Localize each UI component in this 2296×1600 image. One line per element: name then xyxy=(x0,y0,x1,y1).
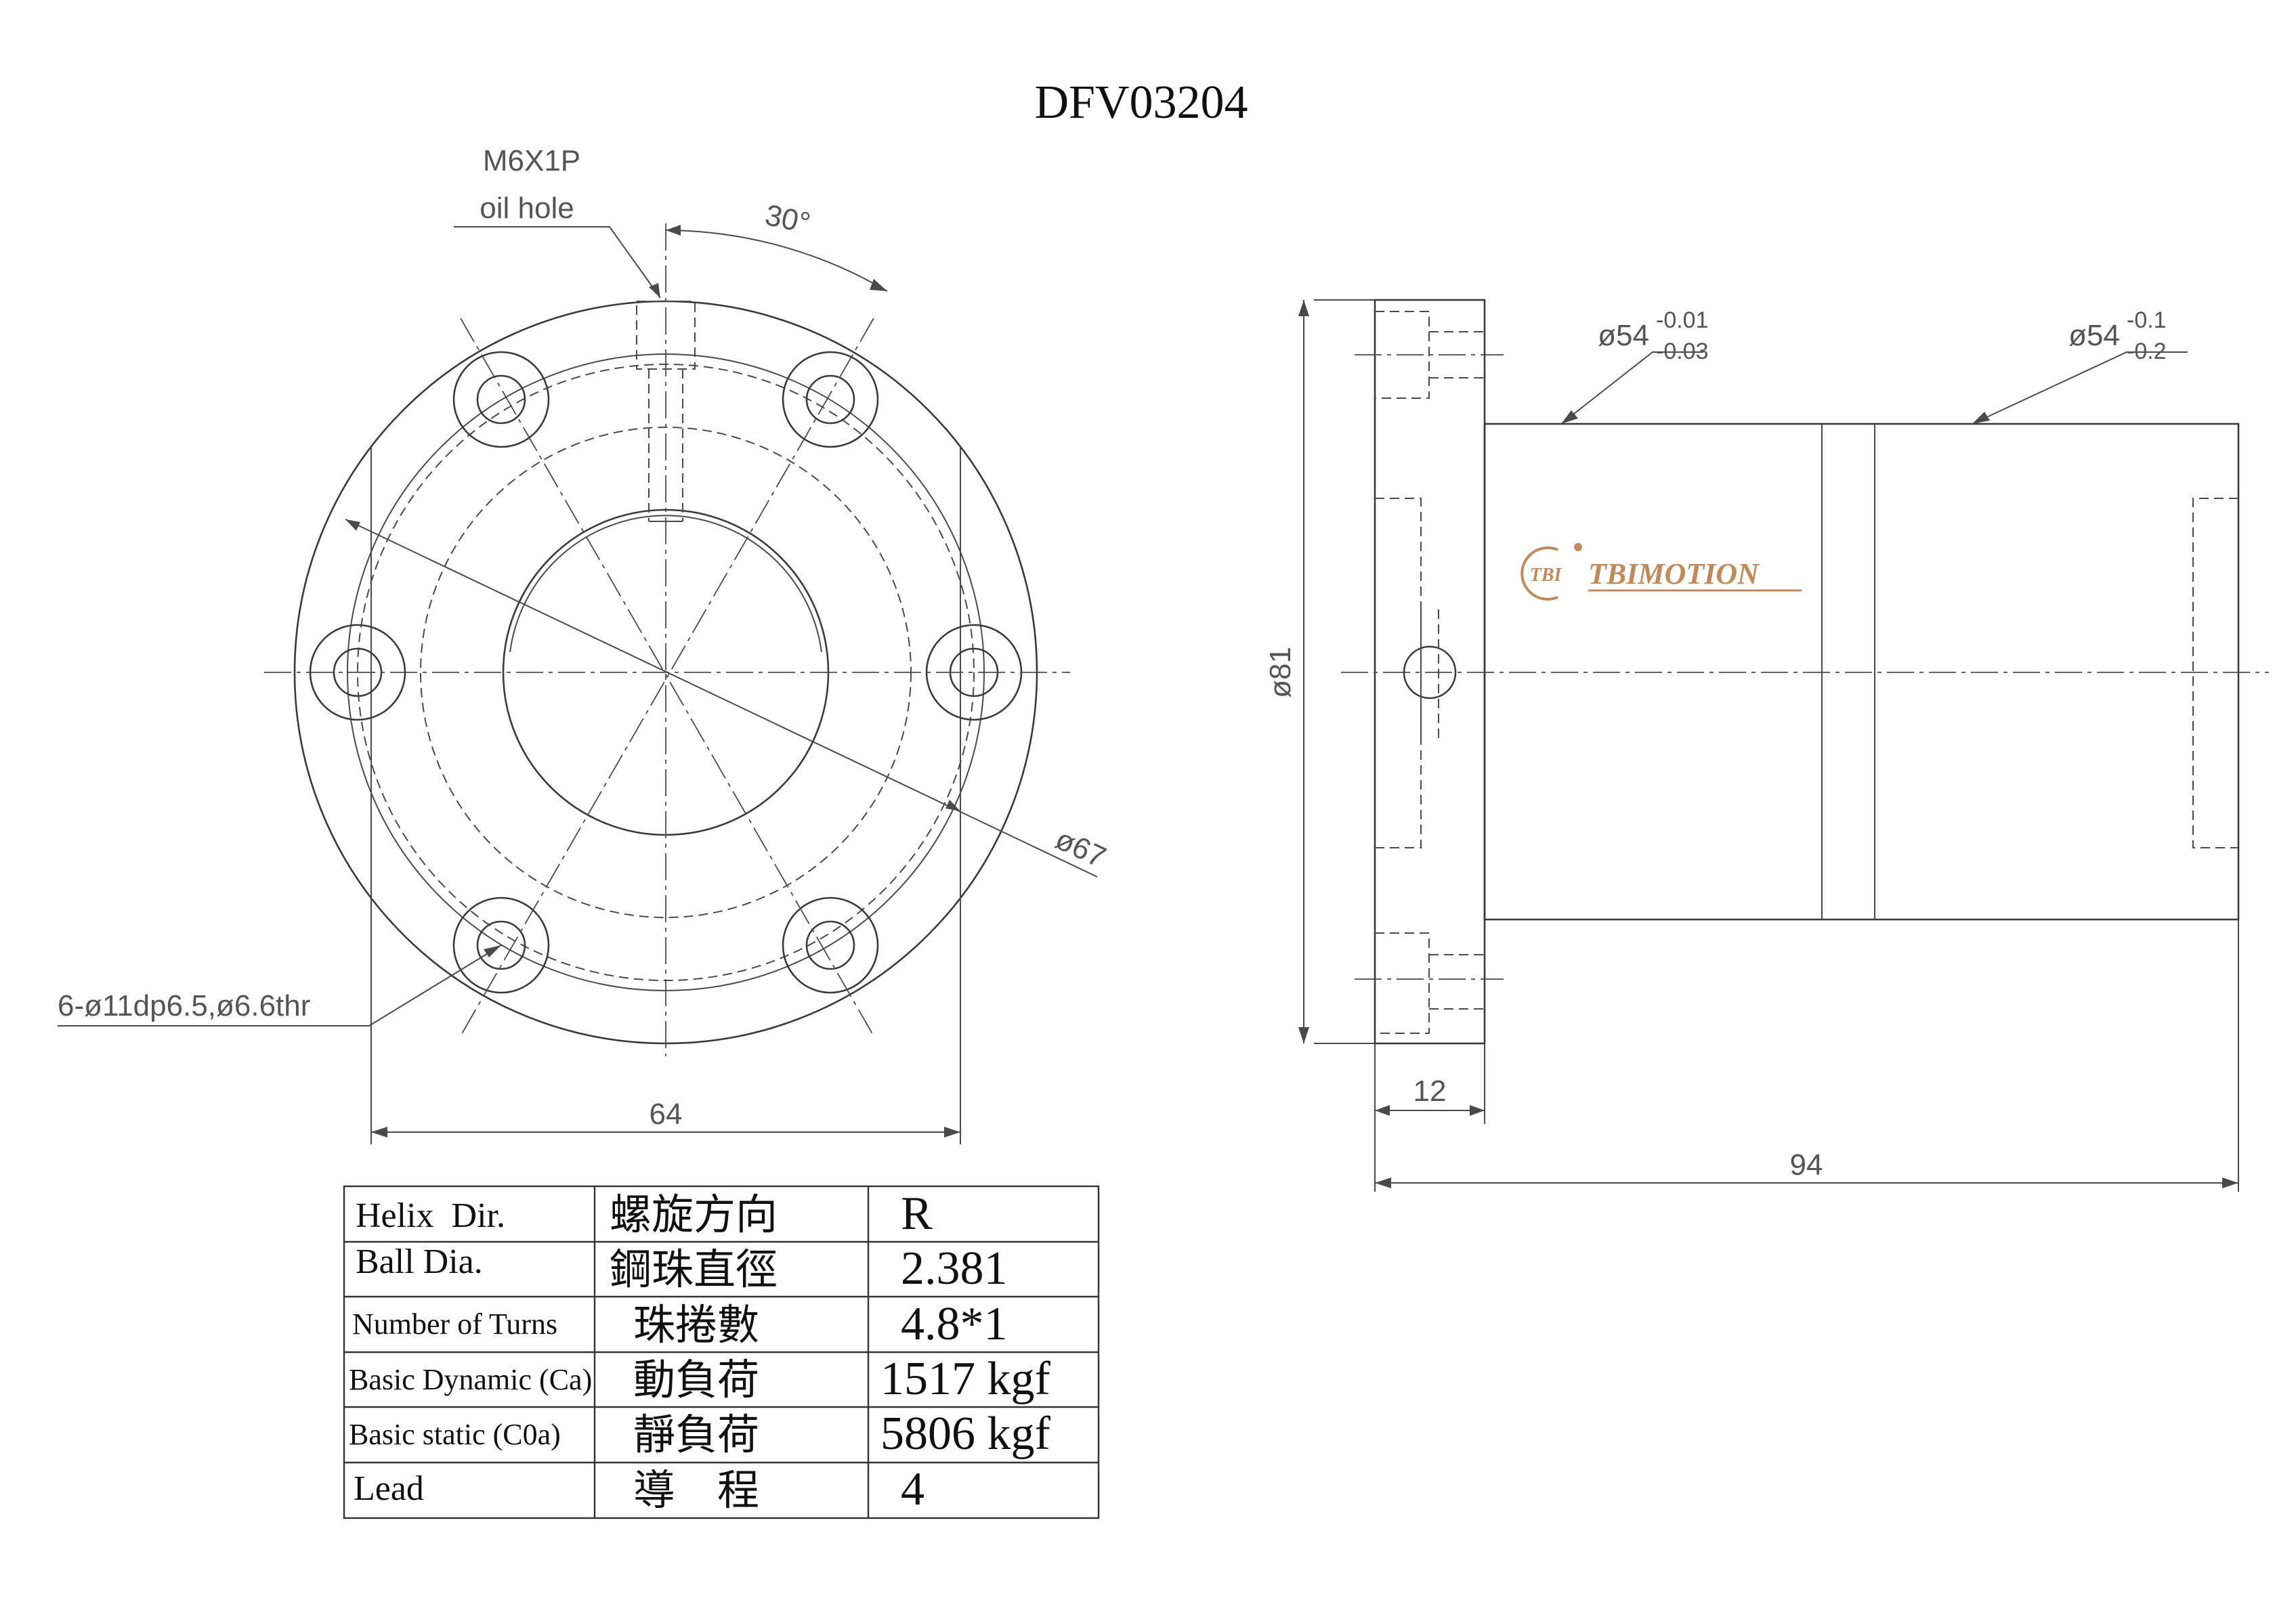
oil-hole-label: oil hole xyxy=(480,192,574,225)
oil-hole-thread-label: M6X1P xyxy=(483,144,580,177)
body-tol-2-upper: -0.1 xyxy=(2127,307,2167,333)
center-diag-2 xyxy=(460,318,874,1037)
pcd-leader xyxy=(345,519,1098,878)
logo-c-mark-icon xyxy=(1521,546,1558,601)
body-dia-2-label: ø54 xyxy=(2068,319,2120,352)
spec-row-turns-value: 4.8*1 xyxy=(901,1298,1008,1350)
body-tol-1-upper: -0.01 xyxy=(1656,307,1709,333)
spec-row-lead-zh: 導 程 xyxy=(633,1465,759,1515)
spec-row-ball-en: Ball Dia. xyxy=(356,1242,483,1281)
body-dia-1-label: ø54 xyxy=(1598,319,1649,352)
spec-row-lead-value: 4 xyxy=(901,1463,924,1515)
width-dimension-label: 64 xyxy=(650,1098,683,1131)
side-view: TBI TBIMOTION ø81 ø54 -0.01 -0.03 ø54 -0… xyxy=(1264,299,2269,1192)
drawing-title: DFV03204 xyxy=(1034,77,1248,129)
flange-thickness-label: 12 xyxy=(1413,1075,1447,1108)
logo-brand: TBIMOTION xyxy=(1588,557,1760,590)
spec-row-dynamic-value: 1517 kgf xyxy=(880,1353,1051,1405)
spec-row-lead-en: Lead xyxy=(354,1469,424,1508)
bore-chamfer xyxy=(509,515,822,653)
spec-row-dynamic-zh: 動負荷 xyxy=(633,1355,759,1404)
bolt-holes-label: 6-ø11dp6.5,ø6.6thr xyxy=(58,989,310,1022)
body-tol-2-lower: -0.2 xyxy=(2127,339,2167,364)
pcd-label: ø67 xyxy=(1050,823,1111,874)
body-side xyxy=(1483,423,2240,921)
spec-row-helix-en: Helix Dir. xyxy=(356,1196,505,1235)
angle-label: 30° xyxy=(762,198,813,240)
flange-dia-label: ø81 xyxy=(1264,647,1297,698)
bolt-holes xyxy=(309,351,1023,994)
spec-row-helix-zh: 螺旋方向 xyxy=(610,1190,778,1239)
bolt-holes-leader xyxy=(58,945,502,1026)
angle-arc xyxy=(665,230,888,292)
tbimotion-logo: TBI TBIMOTION xyxy=(1521,543,1802,601)
spec-row-turns-en: Number of Turns xyxy=(352,1307,557,1341)
spec-row-helix-value: R xyxy=(901,1188,933,1240)
spec-row-ball-zh: 鋼珠直徑 xyxy=(610,1245,778,1294)
oil-hole xyxy=(636,301,696,522)
spec-row-turns-zh: 珠捲數 xyxy=(633,1300,759,1349)
spec-row-dynamic-en: Basic Dynamic (Ca) xyxy=(349,1363,592,1396)
total-length-label: 94 xyxy=(1790,1148,1823,1182)
body-tol-1-lower: -0.03 xyxy=(1656,339,1709,364)
spec-table: Helix Dir. 螺旋方向 R Ball Dia. 鋼珠直徑 2.381 N… xyxy=(343,1185,1100,1519)
oil-hole-leader xyxy=(454,226,661,299)
spec-row-static-value: 5806 kgf xyxy=(880,1408,1051,1460)
flange-side xyxy=(1374,299,1486,1045)
spec-row-ball-value: 2.381 xyxy=(901,1242,1008,1295)
spec-row-static-zh: 靜負荷 xyxy=(633,1410,759,1459)
front-view: M6X1P oil hole 30° ø67 6-ø11dp6.5,ø6.6th… xyxy=(58,144,1111,1144)
logo-mark: TBI xyxy=(1530,565,1562,586)
spec-row-static-en: Basic static (C0a) xyxy=(349,1418,561,1451)
